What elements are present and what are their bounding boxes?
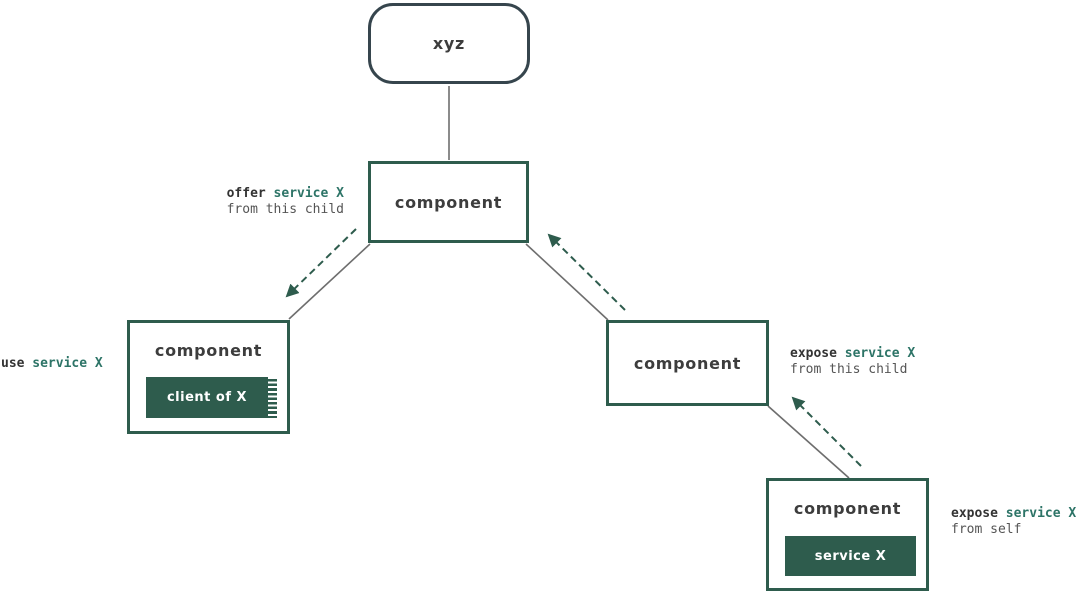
client-of-x-box: client of X	[146, 377, 277, 418]
edge-parent-right	[525, 243, 609, 321]
arrow-expose-to-right	[791, 396, 862, 467]
node-component-bottom: component service X	[766, 478, 929, 591]
arrow-expose-to-parent	[547, 233, 626, 311]
required-interface-comb-icon	[268, 377, 277, 418]
node-xyz-label: xyz	[432, 34, 466, 53]
node-parent-label: component	[394, 192, 503, 212]
node-component-parent: component	[368, 161, 529, 243]
node-bottom-label: component	[793, 499, 902, 518]
client-of-x-label: client of X	[166, 390, 248, 405]
node-component-right: component	[606, 320, 769, 406]
node-xyz: xyz	[368, 3, 530, 84]
edge-parent-left	[288, 243, 371, 320]
node-right-label: component	[633, 353, 742, 373]
service-x-label: service X	[814, 548, 887, 564]
annotation-expose-child-line2: from this child	[790, 361, 908, 377]
annotation-expose-self-line2: from self	[951, 521, 1022, 537]
annotation-offer-line2: from this child	[226, 201, 344, 217]
service-x-box: service X	[785, 536, 916, 576]
node-left-label: component	[154, 341, 263, 360]
edge-right-bottom	[767, 405, 850, 479]
node-component-left: component client of X	[127, 320, 290, 434]
arrow-offer-service	[285, 228, 357, 298]
